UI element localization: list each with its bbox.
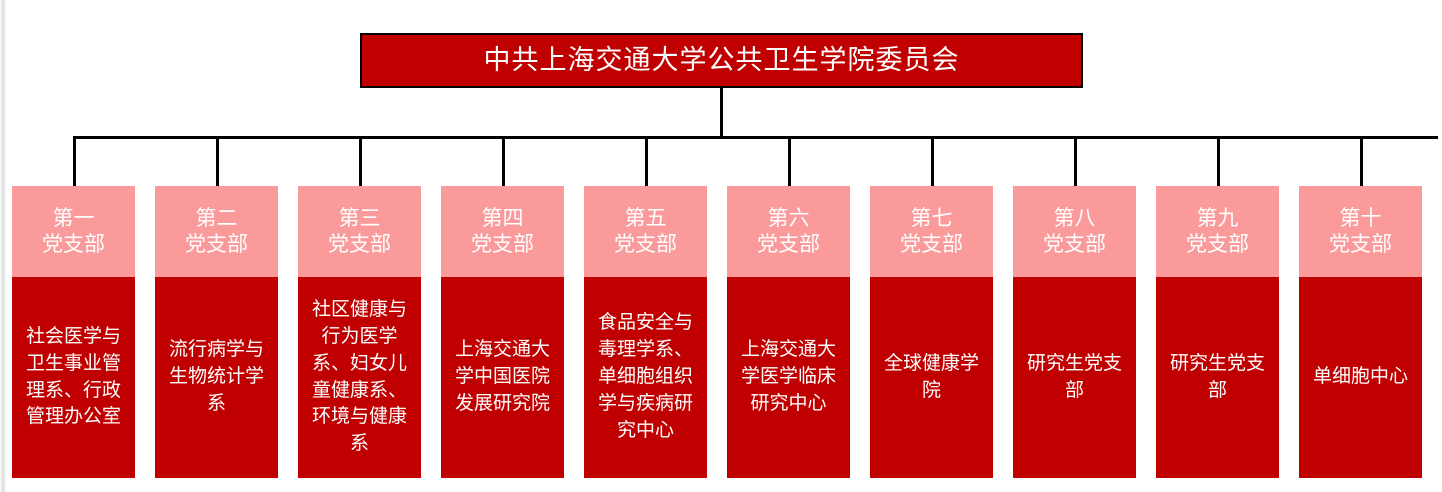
- branch-node-10[interactable]: 第十 党支部单细胞中心: [1299, 186, 1422, 478]
- branch-body-label-9: 研究生党支部: [1169, 352, 1265, 401]
- branch-header-label-8: 第八 党支部: [1043, 206, 1106, 256]
- branch-header-1: 第一 党支部: [12, 186, 135, 277]
- connector-drop-8: [1074, 136, 1077, 186]
- branch-body-4: 上海交通大学中国医院发展研究院: [441, 277, 564, 478]
- branch-header-3: 第三 党支部: [298, 186, 421, 277]
- branch-header-2: 第二 党支部: [155, 186, 278, 277]
- connector-drop-10: [1360, 136, 1363, 186]
- branch-body-3: 社区健康与行为医学系、妇女儿童健康系、环境与健康系: [298, 277, 421, 478]
- connector-drop-6: [788, 136, 791, 186]
- root-committee-title: 中共上海交通大学公共卫生学院委员会: [483, 44, 960, 75]
- branch-header-7: 第七 党支部: [870, 186, 993, 277]
- branch-body-9: 研究生党支部: [1156, 277, 1279, 478]
- branch-header-label-5: 第五 党支部: [614, 206, 677, 256]
- branch-body-10: 单细胞中心: [1299, 277, 1422, 478]
- branch-header-label-7: 第七 党支部: [900, 206, 963, 256]
- branch-node-2[interactable]: 第二 党支部流行病学与生物统计学系: [155, 186, 278, 478]
- branch-header-9: 第九 党支部: [1156, 186, 1279, 277]
- branch-row: 第一 党支部社会医学与卫生事业管理系、行政管理办公室第二 党支部流行病学与生物统…: [0, 186, 1442, 478]
- branch-header-6: 第六 党支部: [727, 186, 850, 277]
- branch-body-label-5: 食品安全与毒理学系、单细胞组织学与疾病研究中心: [597, 312, 693, 441]
- branch-node-3[interactable]: 第三 党支部社区健康与行为医学系、妇女儿童健康系、环境与健康系: [298, 186, 421, 478]
- branch-node-4[interactable]: 第四 党支部上海交通大学中国医院发展研究院: [441, 186, 564, 478]
- connector-drop-9: [1217, 136, 1220, 186]
- branch-body-label-10: 单细胞中心: [1312, 366, 1408, 388]
- branch-header-label-4: 第四 党支部: [471, 206, 534, 256]
- root-committee-node[interactable]: 中共上海交通大学公共卫生学院委员会: [360, 33, 1083, 88]
- connector-root-stem: [720, 88, 723, 139]
- branch-body-label-7: 全球健康学院: [883, 352, 979, 401]
- page-edge-gutter: [0, 0, 6, 492]
- branch-body-7: 全球健康学院: [870, 277, 993, 478]
- branch-header-label-1: 第一 党支部: [42, 206, 105, 256]
- branch-header-10: 第十 党支部: [1299, 186, 1422, 277]
- branch-node-1[interactable]: 第一 党支部社会医学与卫生事业管理系、行政管理办公室: [12, 186, 135, 478]
- branch-body-2: 流行病学与生物统计学系: [155, 277, 278, 478]
- branch-header-label-6: 第六 党支部: [757, 206, 820, 256]
- connector-drop-3: [359, 136, 362, 186]
- branch-body-8: 研究生党支部: [1013, 277, 1136, 478]
- branch-header-4: 第四 党支部: [441, 186, 564, 277]
- branch-body-5: 食品安全与毒理学系、单细胞组织学与疾病研究中心: [584, 277, 707, 478]
- connector-drop-5: [645, 136, 648, 186]
- branch-node-6[interactable]: 第六 党支部上海交通大学医学临床研究中心: [727, 186, 850, 478]
- branch-header-8: 第八 党支部: [1013, 186, 1136, 277]
- connector-drop-4: [502, 136, 505, 186]
- branch-header-label-3: 第三 党支部: [328, 206, 391, 256]
- branch-node-7[interactable]: 第七 党支部全球健康学院: [870, 186, 993, 478]
- branch-header-label-10: 第十 党支部: [1329, 206, 1392, 256]
- branch-body-label-1: 社会医学与卫生事业管理系、行政管理办公室: [25, 325, 121, 428]
- branch-node-9[interactable]: 第九 党支部研究生党支部: [1156, 186, 1279, 478]
- branch-header-label-2: 第二 党支部: [185, 206, 248, 256]
- connector-drop-1: [73, 136, 76, 186]
- connector-drop-2: [216, 136, 219, 186]
- branch-body-label-2: 流行病学与生物统计学系: [168, 339, 264, 414]
- branch-body-label-3: 社区健康与行为医学系、妇女儿童健康系、环境与健康系: [311, 298, 407, 455]
- branch-body-6: 上海交通大学医学临床研究中心: [727, 277, 850, 478]
- branch-body-label-8: 研究生党支部: [1026, 352, 1122, 401]
- branch-body-label-6: 上海交通大学医学临床研究中心: [740, 339, 836, 414]
- branch-node-8[interactable]: 第八 党支部研究生党支部: [1013, 186, 1136, 478]
- branch-header-label-9: 第九 党支部: [1186, 206, 1249, 256]
- branch-body-label-4: 上海交通大学中国医院发展研究院: [454, 339, 550, 414]
- connector-horizontal-bar: [73, 136, 1438, 139]
- branch-node-5[interactable]: 第五 党支部食品安全与毒理学系、单细胞组织学与疾病研究中心: [584, 186, 707, 478]
- branch-header-5: 第五 党支部: [584, 186, 707, 277]
- branch-body-1: 社会医学与卫生事业管理系、行政管理办公室: [12, 277, 135, 478]
- connector-drop-7: [931, 136, 934, 186]
